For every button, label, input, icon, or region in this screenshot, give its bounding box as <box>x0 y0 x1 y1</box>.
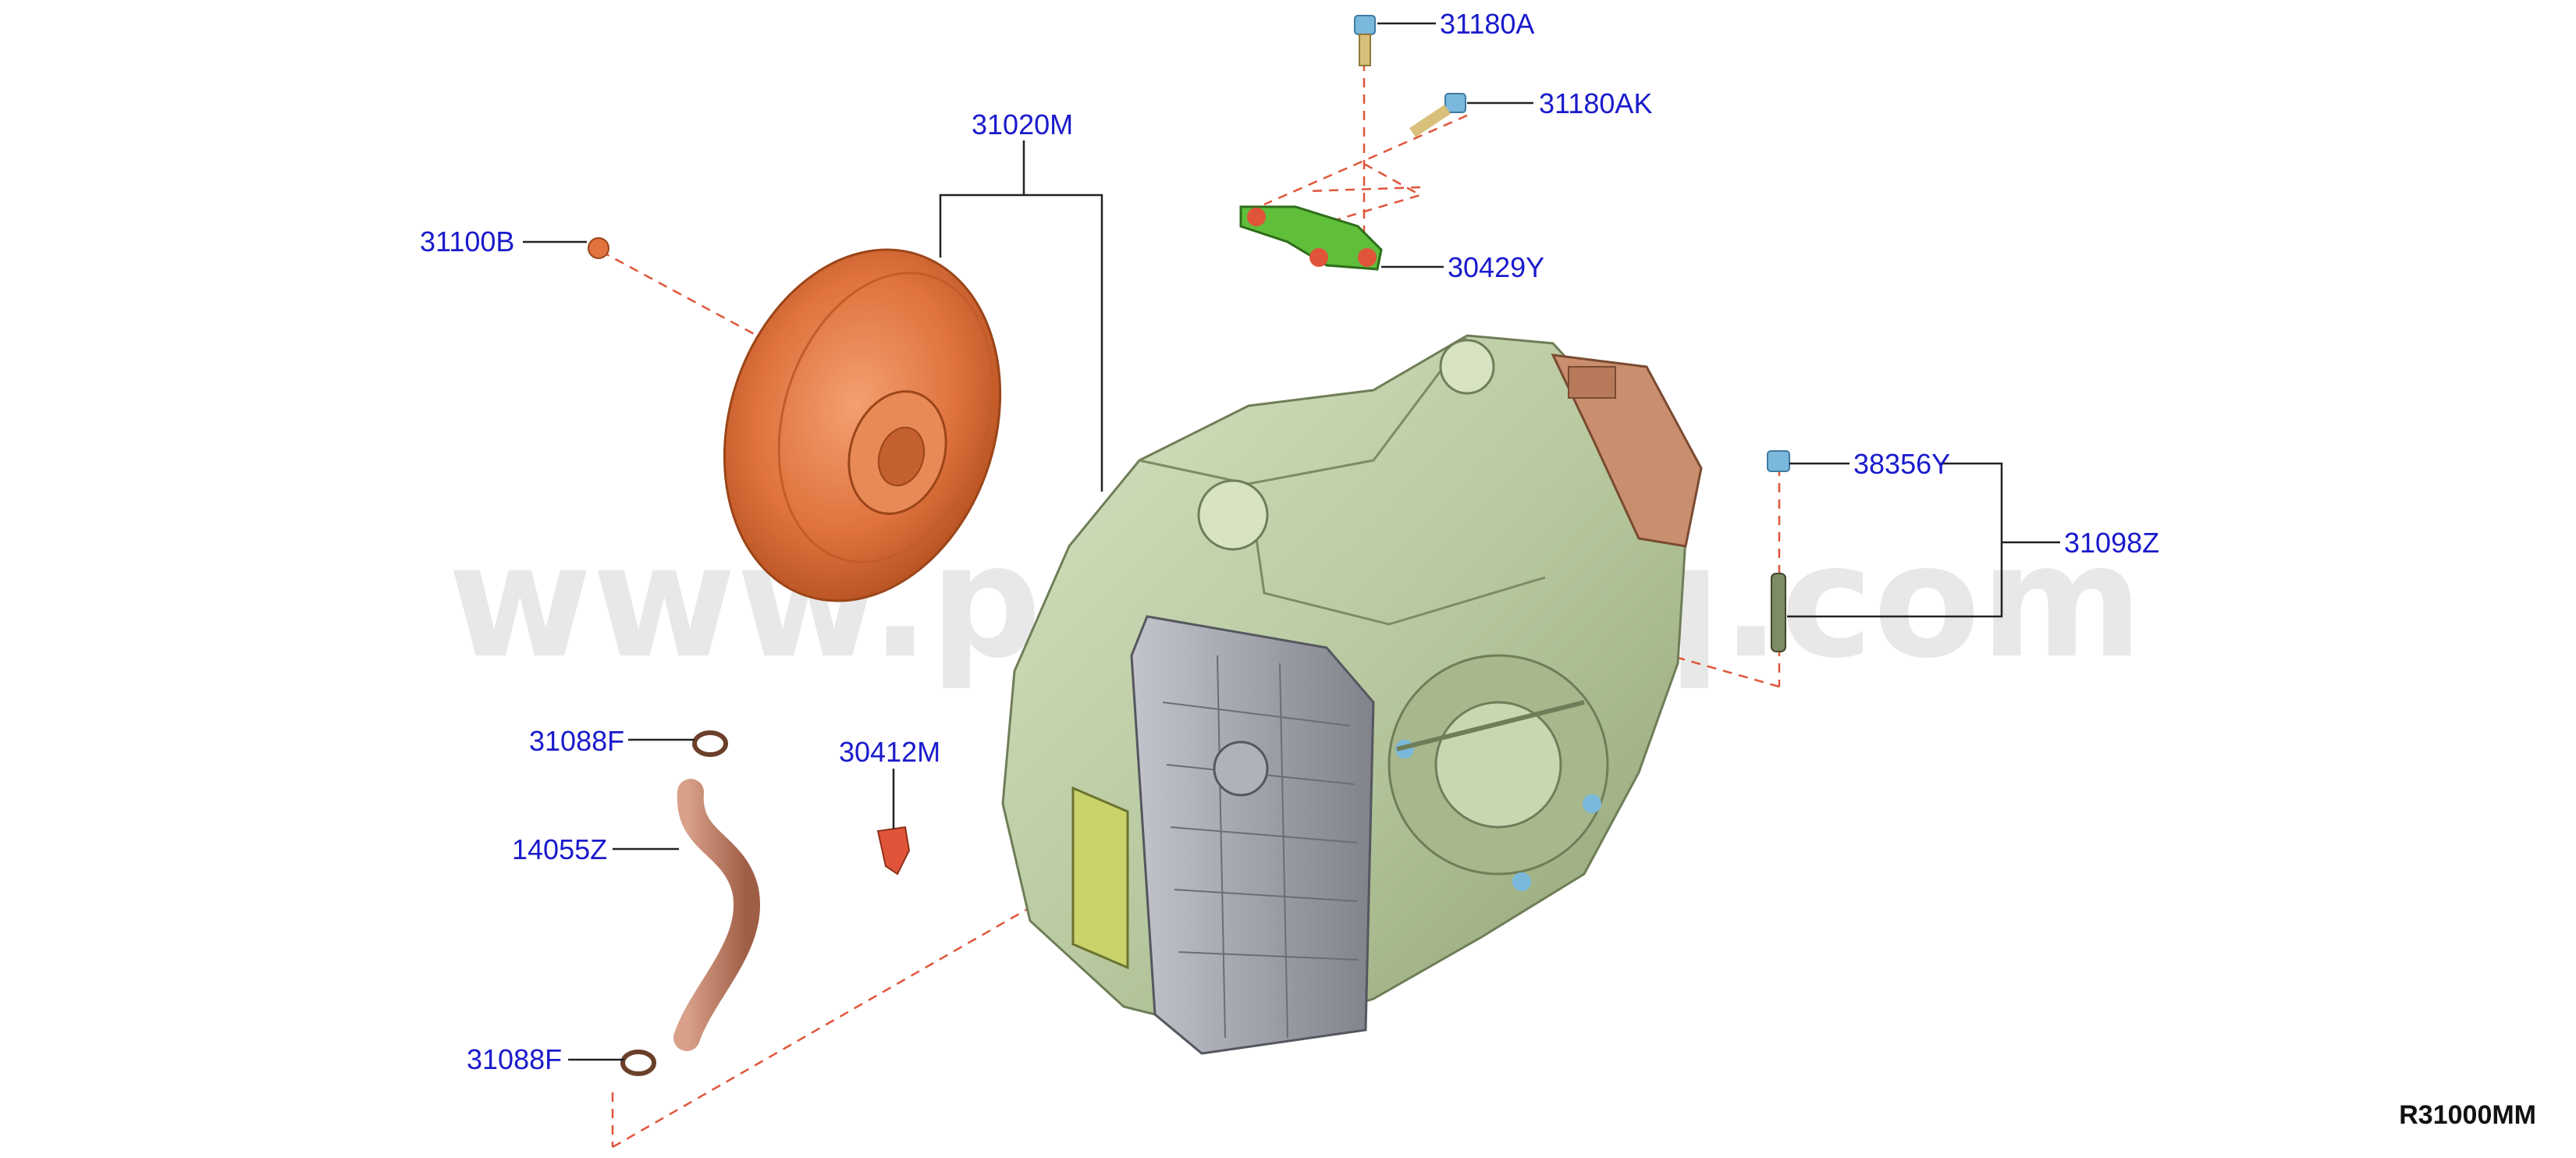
callout-31088f-a[interactable]: 31088F <box>529 725 624 757</box>
callout-30412m[interactable]: 30412M <box>839 736 940 768</box>
plug-31100b <box>588 237 609 259</box>
pin-31098z <box>1771 573 1786 652</box>
diagram-code: R31000MM <box>2399 1100 2536 1130</box>
bolt-31180ak <box>1409 93 1466 137</box>
torque-converter <box>723 248 1002 602</box>
callout-labels: 31180A 31180AK 31020M 31100B 30429Y 3835… <box>420 8 2159 1075</box>
hose-14055z <box>673 779 760 1051</box>
clamp-31088f-top <box>692 730 728 757</box>
clamp-31088f-bottom <box>620 1050 656 1076</box>
bolt-38356y <box>1767 450 1790 472</box>
callout-31020m[interactable]: 31020M <box>972 108 1073 140</box>
callout-31180ak[interactable]: 31180AK <box>1539 87 1652 119</box>
callout-38356y[interactable]: 38356Y <box>1853 448 1950 480</box>
callout-31088f-b[interactable]: 31088F <box>467 1043 562 1075</box>
callout-31100b[interactable]: 31100B <box>420 226 514 258</box>
fitting-30412m <box>876 826 911 876</box>
oil-pan <box>1130 615 1375 1055</box>
leader-lines <box>523 22 2060 1061</box>
callout-31180a[interactable]: 31180A <box>1440 8 1534 40</box>
callout-30429y[interactable]: 30429Y <box>1448 251 1544 283</box>
bracket-30429y <box>1239 205 1383 271</box>
callout-31098z[interactable]: 31098Z <box>2064 527 2159 559</box>
oil-cooler-plate <box>1071 786 1129 970</box>
bolt-31180a <box>1354 15 1376 66</box>
callout-14055z[interactable]: 14055Z <box>512 833 607 865</box>
